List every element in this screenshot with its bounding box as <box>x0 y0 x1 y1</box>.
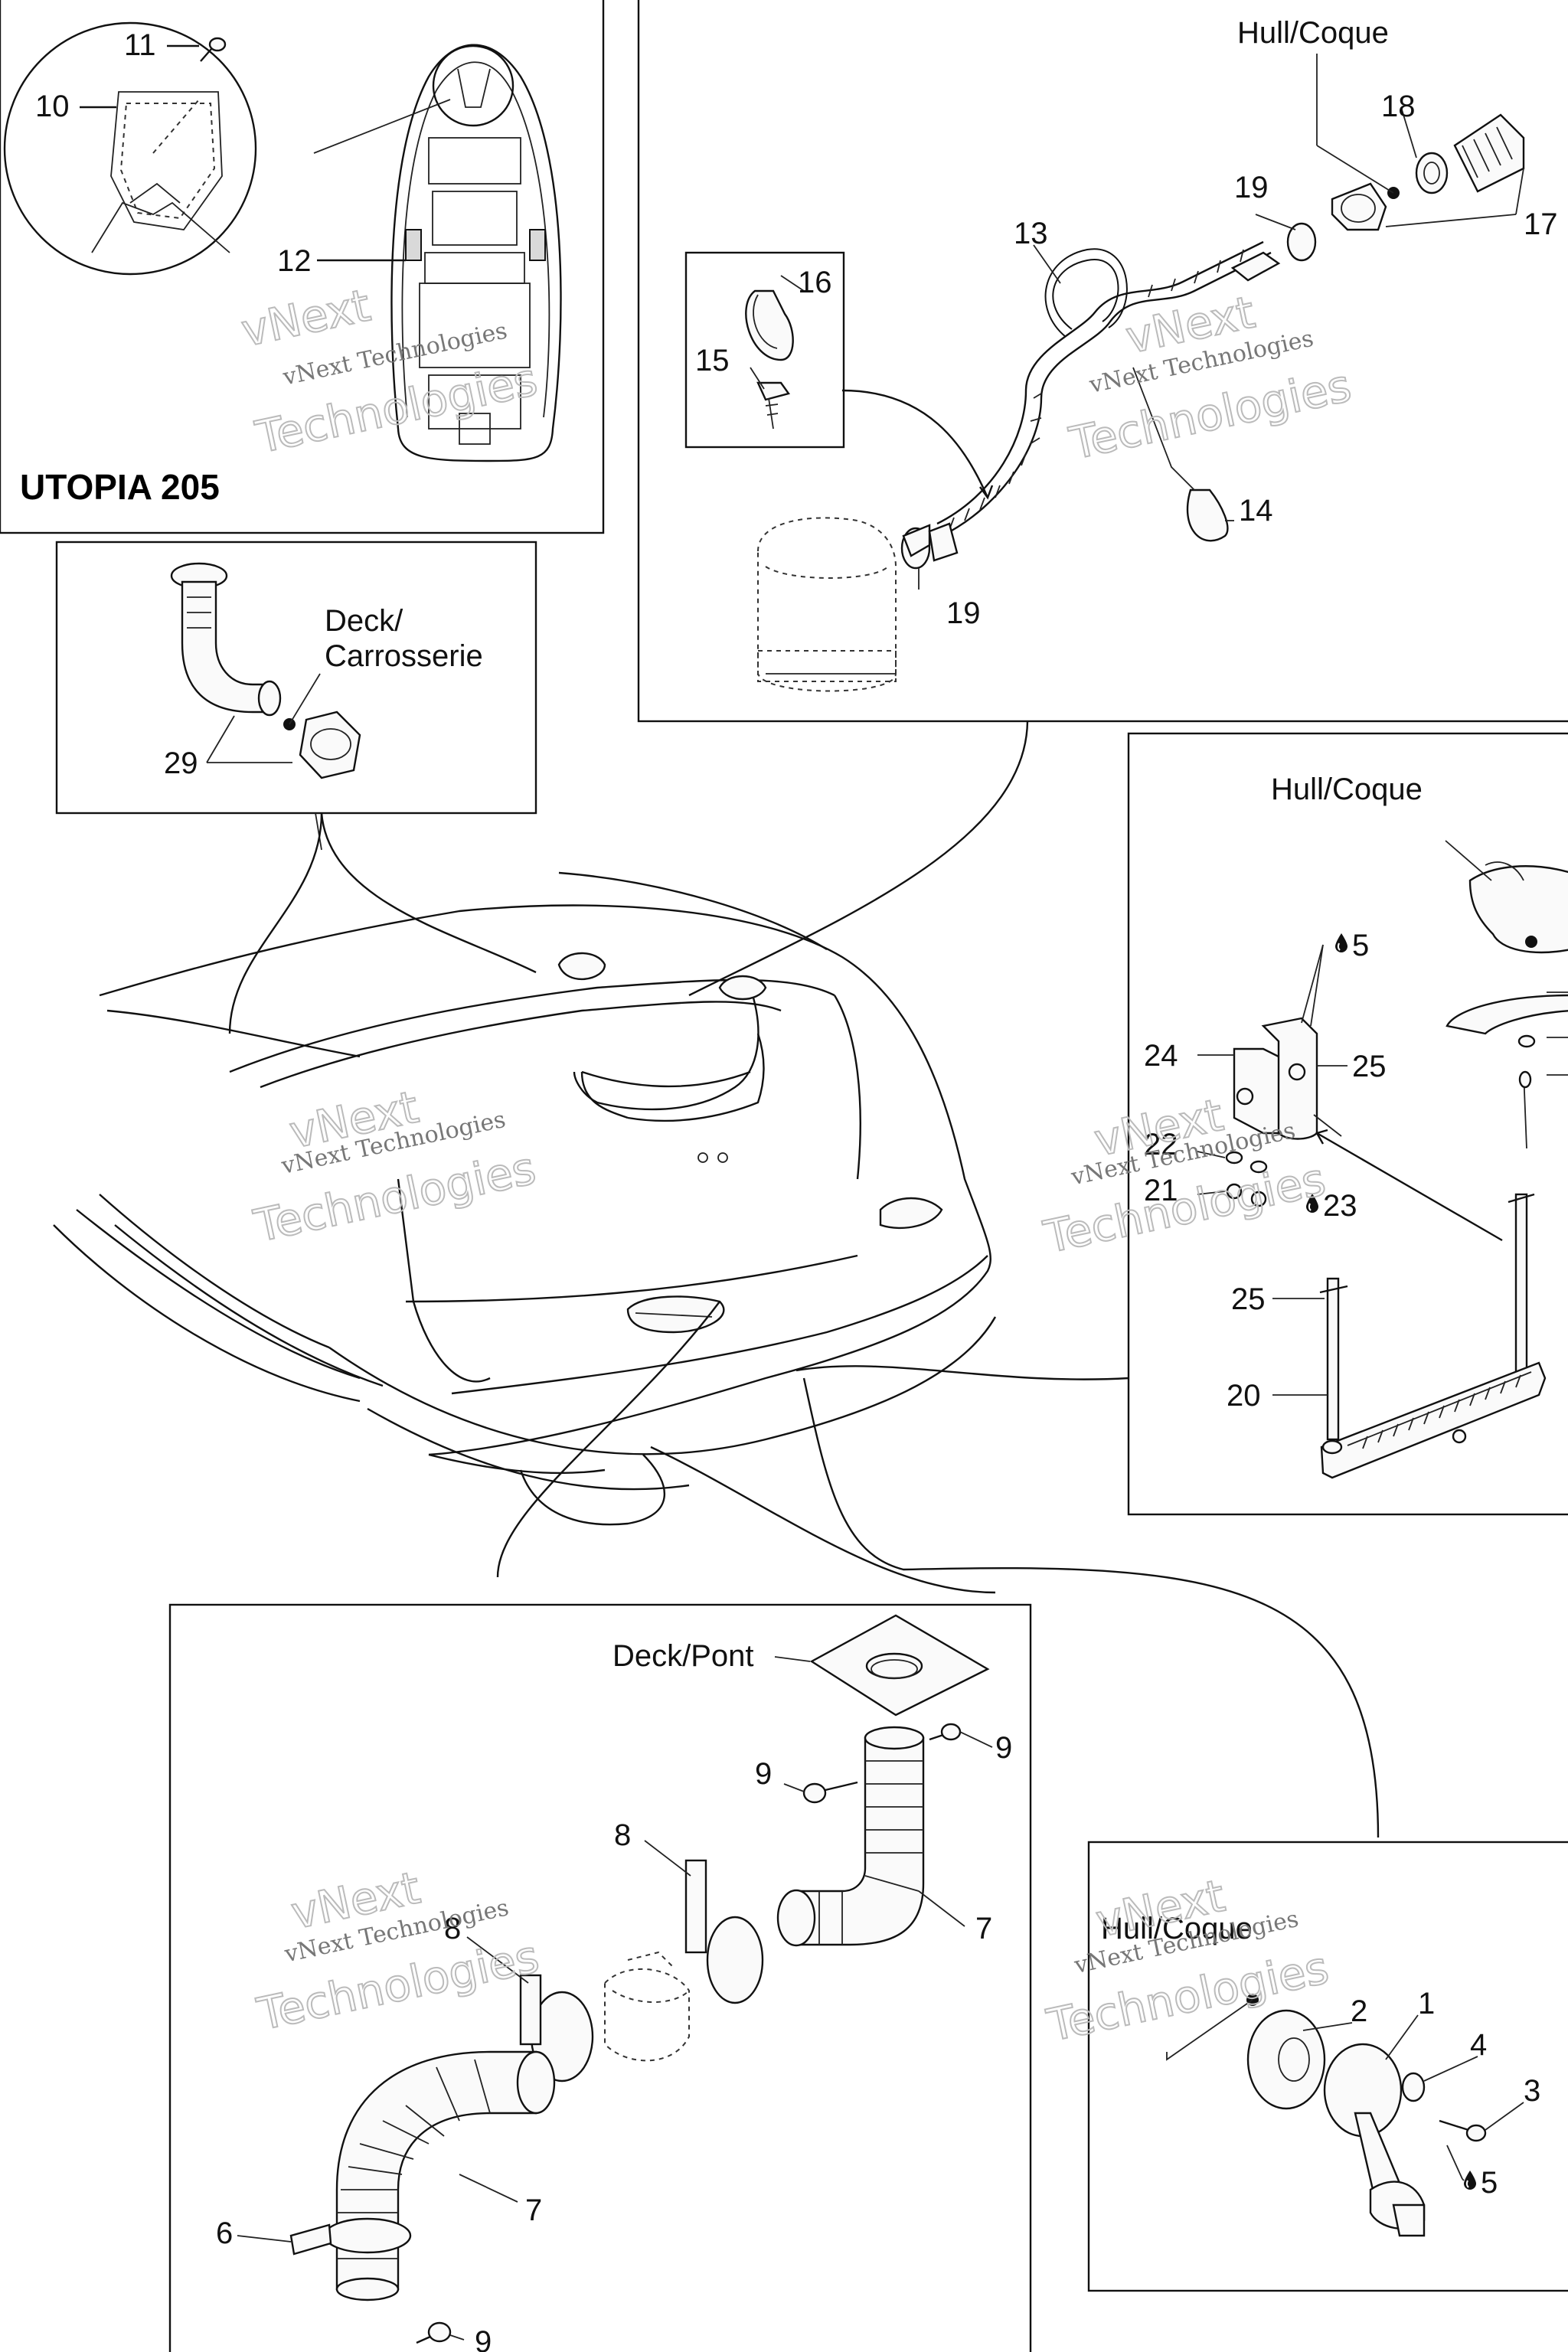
callout-13: 13 <box>1014 217 1048 250</box>
hose-part-13 <box>936 240 1281 537</box>
callout-8-right: 8 <box>614 1818 631 1852</box>
watermark-5: vNext vNext Technologies Technologies <box>252 1860 544 2041</box>
overview-panel <box>0 0 605 534</box>
bilge-hose-panel <box>637 0 1568 723</box>
boat-stern-view <box>53 871 997 1526</box>
clamp-tie-part-16 <box>745 289 794 361</box>
callout-4: 4 <box>1470 2028 1487 2062</box>
callout-14: 14 <box>1239 494 1273 528</box>
callout-9-bottom: 9 <box>475 2325 492 2352</box>
watermark-1: vNext vNext Technologies Technologies <box>237 278 543 464</box>
connector-lines <box>228 720 1380 1838</box>
callout-7-upper: 7 <box>975 1912 992 1945</box>
screw-part-11 <box>200 37 227 62</box>
washer-part-4 <box>1401 2072 1426 2102</box>
deck-vent-panel <box>168 1603 1032 2352</box>
callout-10: 10 <box>35 90 70 123</box>
tie-part-14 <box>1132 367 1229 542</box>
screw-part-3 <box>1439 2119 1487 2142</box>
callout-9-right: 9 <box>995 1731 1012 1765</box>
callout-19-bottom: 19 <box>946 596 981 630</box>
drop-icon <box>1334 933 1348 953</box>
callout-20: 20 <box>1227 1379 1261 1413</box>
ladder-part-20 <box>1319 1193 1547 1479</box>
callout-18: 18 <box>1381 90 1416 123</box>
label-carrosserie: Carrosserie <box>325 639 483 673</box>
callout-8-left: 8 <box>444 1912 461 1945</box>
clamp-tie-part-6 <box>289 2217 412 2256</box>
drain-plug-part-1 <box>1323 2043 1426 2237</box>
callout-23: 23 <box>1323 1189 1357 1223</box>
callout-29: 29 <box>164 746 198 780</box>
gasket-part-2 <box>1246 2009 1326 2110</box>
model-title: UTOPIA 205 <box>20 467 220 507</box>
washer-part-22 <box>1225 1151 1268 1174</box>
ladder-panel <box>1127 732 1568 1516</box>
detail-magnifier <box>3 21 257 276</box>
bilge-pump <box>757 517 897 692</box>
callout-3: 3 <box>1524 2074 1540 2108</box>
screw-part-9-left <box>802 1781 858 1804</box>
callout-7-lower: 7 <box>525 2194 542 2227</box>
label-hull-right: Hull/Coque <box>1271 773 1423 806</box>
thru-hull-part-17 <box>1331 113 1525 231</box>
clamp-part-19-lower <box>900 524 931 570</box>
nut-part-21 <box>1226 1183 1267 1207</box>
callout-21: 21 <box>1144 1174 1178 1207</box>
vent-hose-part-7-lower <box>335 2050 556 2301</box>
bracket-part-25 <box>1261 1017 1318 1140</box>
callout-22: 22 <box>1144 1128 1178 1161</box>
drop-icon <box>1463 2170 1477 2190</box>
drain-plug-panel <box>1087 1841 1568 2292</box>
washer-part-18 <box>1415 152 1449 194</box>
boat-top-view <box>390 44 562 462</box>
clamp-part-19-upper <box>1286 222 1317 262</box>
label-hull-top: Hull/Coque <box>1237 16 1389 50</box>
label-deck-pont: Deck/Pont <box>612 1639 754 1673</box>
label-hull-bottom: Hull/Coque <box>1101 1912 1253 1945</box>
callout-15: 15 <box>695 344 730 377</box>
callout-5-bottom: 5 <box>1481 2166 1498 2200</box>
callout-11: 11 <box>124 28 156 62</box>
screw-part-9-lower <box>416 2321 452 2344</box>
callout-12: 12 <box>277 244 312 278</box>
callout-17: 17 <box>1524 207 1558 241</box>
callout-25-bottom: 25 <box>1231 1282 1266 1316</box>
callout-19-top: 19 <box>1234 171 1269 204</box>
screw-part-9-right <box>929 1723 962 1741</box>
callout-1: 1 <box>1418 1987 1435 2020</box>
callout-2: 2 <box>1351 1994 1367 2028</box>
vent-fan <box>604 1951 690 2062</box>
svg-text:vNext: vNext <box>237 279 375 357</box>
elbow-drain-part-29 <box>170 562 282 717</box>
callout-24: 24 <box>1144 1039 1178 1073</box>
callout-6: 6 <box>216 2216 233 2250</box>
callout-5-right: 5 <box>1352 929 1369 962</box>
callout-25-top: 25 <box>1352 1050 1387 1083</box>
deck-drain-panel <box>55 541 537 851</box>
label-deck: Deck/ <box>325 604 403 638</box>
deck-plate <box>809 1614 990 1717</box>
callout-9-left: 9 <box>755 1757 772 1791</box>
callout-16: 16 <box>798 266 832 299</box>
clamp-tie-part-8-right <box>684 1859 764 2004</box>
vent-hose-part-7-upper <box>776 1726 925 1947</box>
nut-part-29 <box>299 710 361 779</box>
screw-part-15 <box>756 381 790 430</box>
watermark-3: vNext vNext Technologies Technologies <box>249 1080 541 1253</box>
watermark-2: vNext vNext Technologies Technologies <box>1064 285 1357 470</box>
hull-section-right <box>1446 861 1568 1149</box>
